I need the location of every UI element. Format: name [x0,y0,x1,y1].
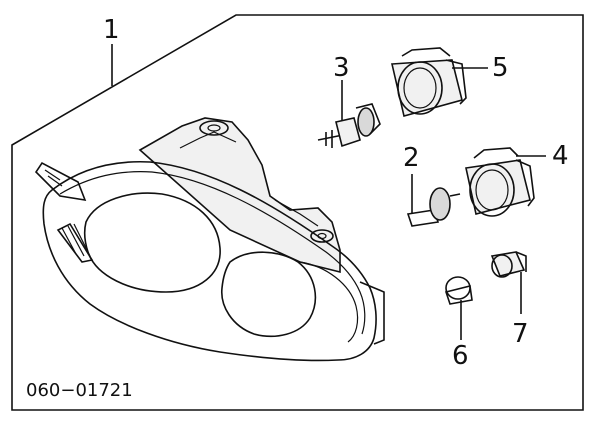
headlamp-lens-body [42,160,377,362]
mounting-bracket [34,161,87,202]
socket-4 [465,147,535,217]
socket-5 [391,47,467,117]
side-marker-section [299,261,359,343]
callout-6: 6 [452,341,469,371]
callout-2: 2 [403,143,420,173]
rear-mounting-boss [310,229,334,243]
diagram-code: 060−01721 [26,380,133,401]
bulb-6 [444,276,473,305]
socket-7 [490,251,527,278]
callout-4: 4 [552,141,569,171]
bulb-2 [406,187,461,227]
headlamp-assembly [34,117,385,362]
callout-5: 5 [492,53,509,83]
lower-reflector-lens [221,251,317,338]
callout-7: 7 [512,319,529,349]
bulb-3 [317,103,381,148]
callout-3: 3 [333,53,350,83]
callout-1: 1 [103,15,120,45]
upper-reflector-lens [83,192,221,293]
leader-lines [111,44,546,340]
top-mounting-boss [199,120,229,136]
lens-bezel-rim [59,171,366,335]
assembly-boundary-frame [11,14,584,411]
